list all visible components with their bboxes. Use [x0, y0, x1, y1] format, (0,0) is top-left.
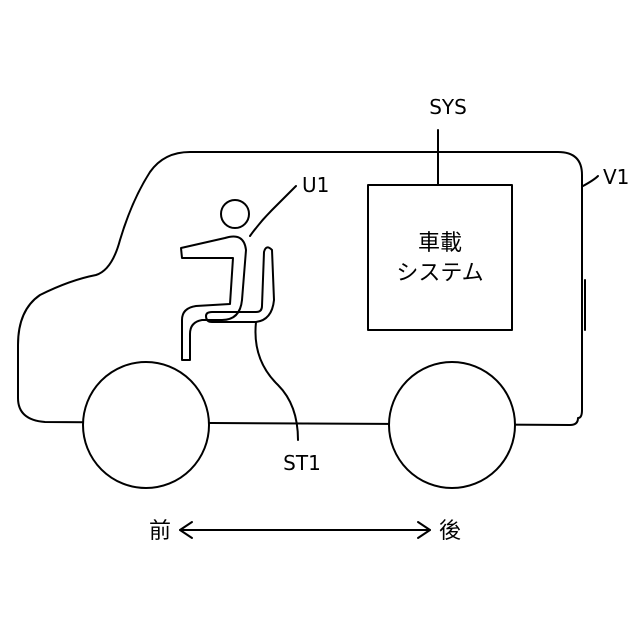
system-box-label-line2: システム	[396, 261, 483, 286]
rear-label: 後	[439, 519, 461, 544]
front-label: 前	[149, 519, 171, 544]
vehicle-leader-line	[583, 176, 598, 186]
system-ref-label: SYS	[429, 95, 467, 119]
user-leader-line	[250, 186, 296, 236]
user-head	[221, 200, 249, 228]
rear-wheel	[389, 362, 515, 488]
vehicle-ref-label: V1	[603, 165, 629, 189]
in-vehicle-system-box	[368, 185, 512, 330]
user-ref-label: U1	[302, 173, 329, 197]
user-body	[181, 237, 246, 361]
front-wheel	[83, 362, 209, 488]
system-box-label-line1: 車載	[418, 231, 462, 256]
seat-ref-label: ST1	[283, 451, 321, 475]
